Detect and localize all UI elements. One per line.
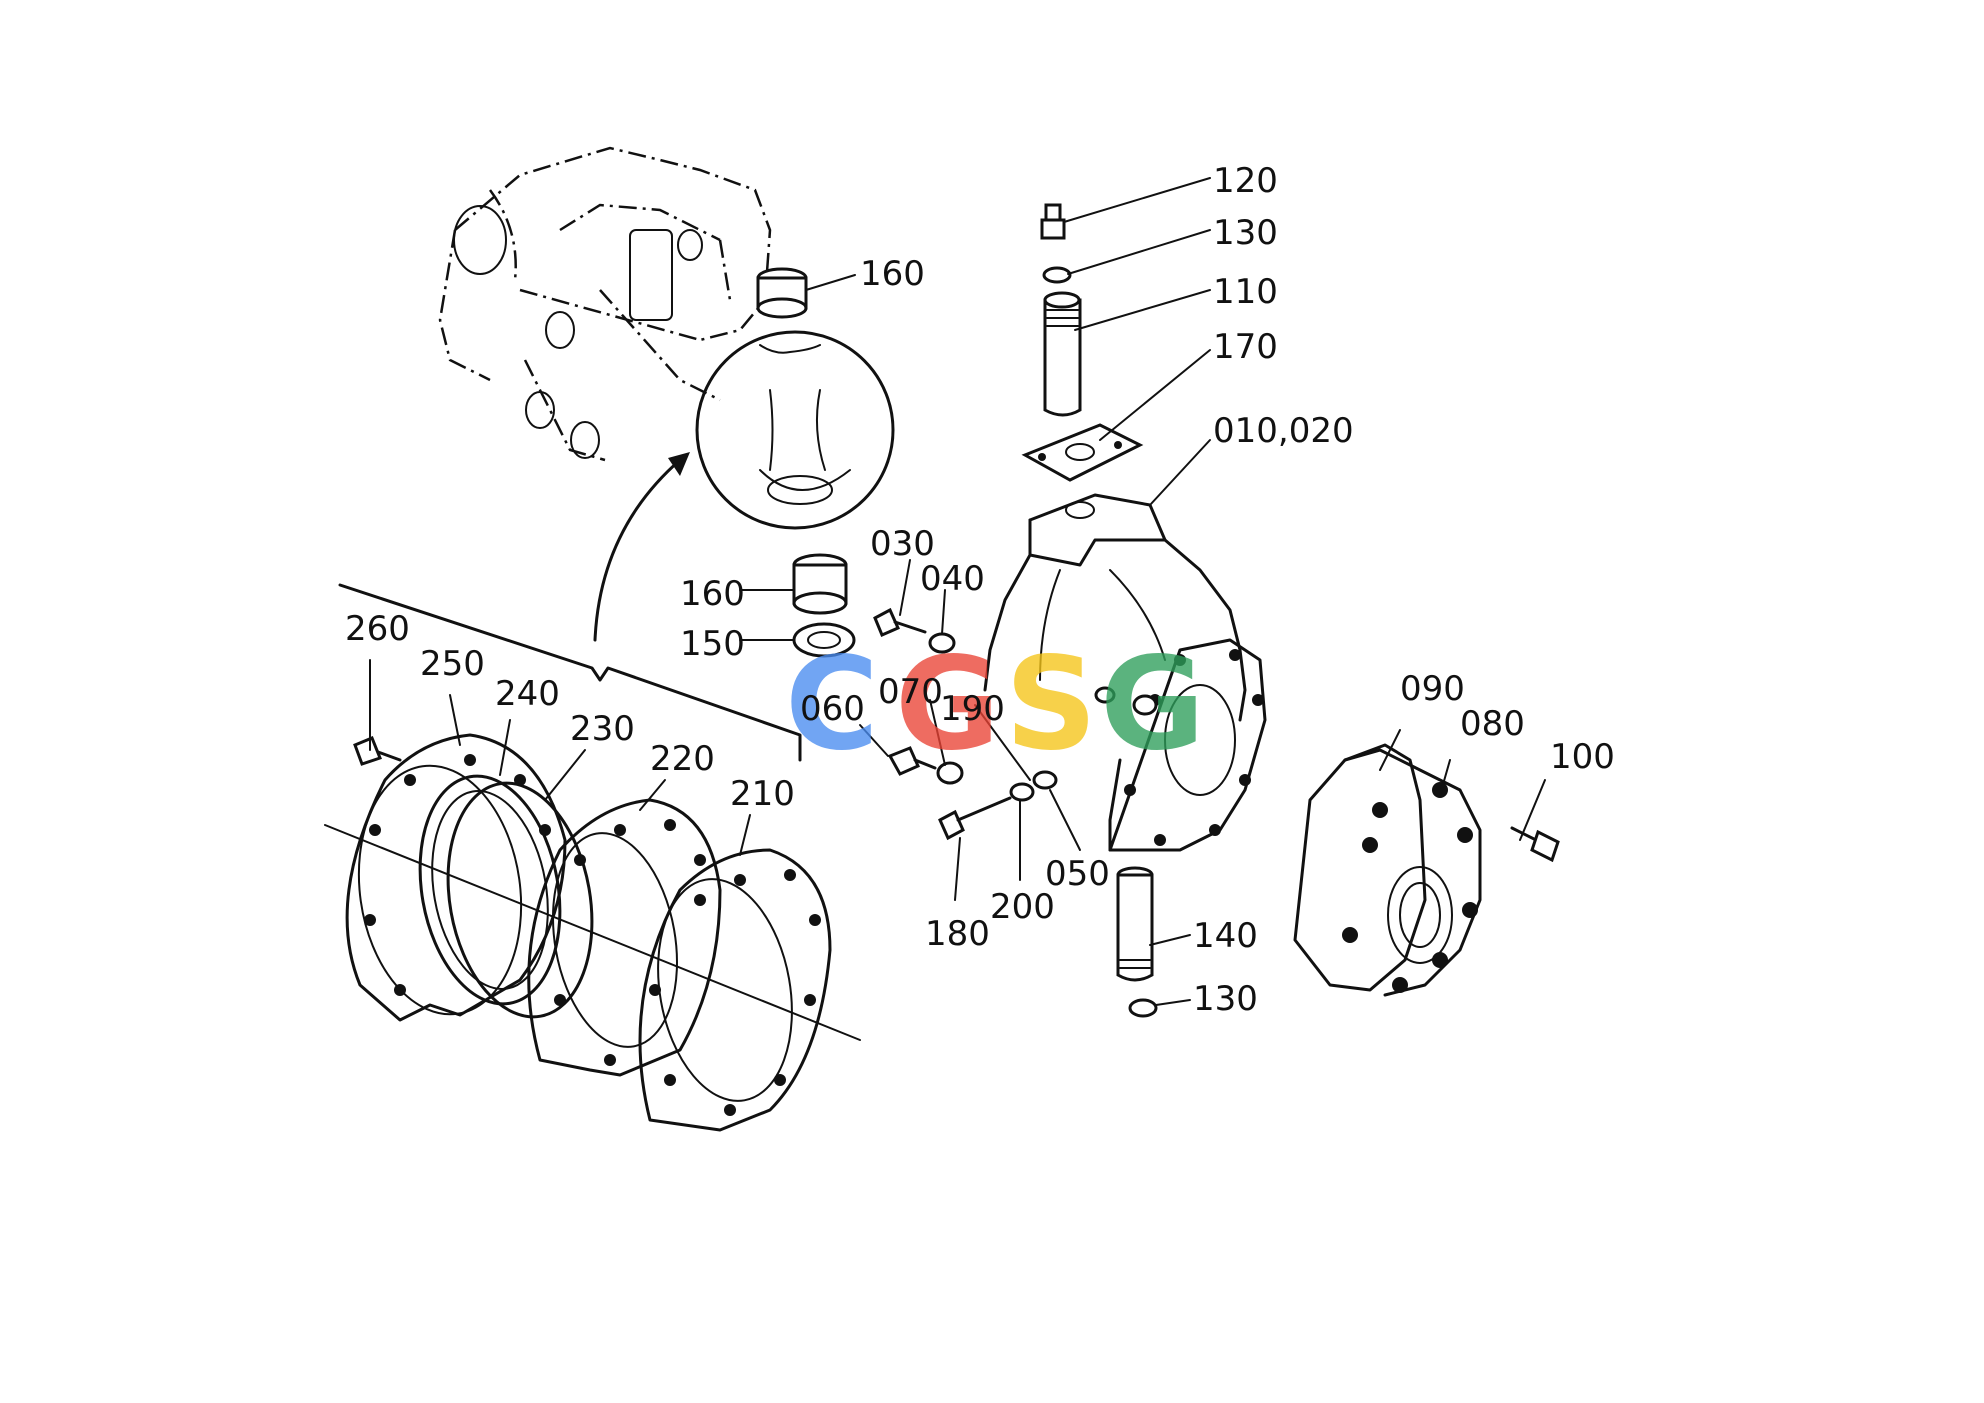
washer-200 [1009,782,1035,802]
detail-arrow [593,452,690,642]
shim-holes [364,754,821,1116]
phantom-housing [438,146,772,462]
bolt-260 [353,736,402,766]
callout-260: 260 [345,609,410,649]
washer-130-bottom [1128,998,1158,1018]
washer-050 [1032,770,1058,790]
plug-190 [1094,686,1158,716]
callout-130-bottom: 130 [1193,979,1258,1019]
callout-240: 240 [495,674,560,714]
callout-160-top: 160 [860,254,925,294]
callout-100: 100 [1550,737,1615,777]
watermark-letter-c: C [785,630,879,779]
callout-040: 040 [920,559,985,599]
callout-200: 200 [990,887,1055,927]
washer-130-top [1042,266,1072,284]
callout-030: 030 [870,524,935,564]
callout-090: 090 [1400,669,1465,709]
callout-110: 110 [1213,272,1278,312]
watermark-letter-g2: G [1100,630,1205,779]
grease-nipple-120 [1040,203,1066,240]
callout-180: 180 [925,914,990,954]
pin-110 [1043,291,1082,417]
detail-magnifier [695,330,895,530]
callout-210: 210 [730,774,795,814]
callout-160-bottom: 160 [680,574,745,614]
leader-lines [369,177,1546,1006]
bolt-030 [873,607,927,637]
callout-060: 060 [800,689,865,729]
nut-060 [887,746,937,776]
plate-170 [1021,423,1144,482]
callout-080: 080 [1460,704,1525,744]
callout-220: 220 [650,739,715,779]
watermark: C G S G [785,630,1205,779]
shims-assembly [324,583,861,1132]
callout-070: 070 [878,672,943,712]
bushing-160-top [756,267,808,319]
callout-170: 170 [1213,327,1278,367]
callout-140: 140 [1193,916,1258,956]
callout-130-top: 130 [1213,213,1278,253]
callout-010-020: 010,020 [1213,411,1354,451]
callout-120: 120 [1213,161,1278,201]
callout-230: 230 [570,709,635,749]
cover-090 [1293,743,1482,997]
bolt-180 [938,796,1012,841]
callout-190: 190 [940,689,1005,729]
callout-labels: 120 130 110 170 010,020 160 160 150 030 … [345,161,1615,1019]
bushing-160-bottom [792,553,848,615]
callout-050: 050 [1045,854,1110,894]
bolt-100 [1510,826,1560,863]
washer-070 [936,761,964,785]
main-housing [983,493,1267,852]
watermark-letter-g1: G [895,630,1000,779]
pin-140 [1116,866,1154,982]
callout-250: 250 [420,644,485,684]
watermark-letter-s: S [1005,630,1097,779]
callout-150: 150 [680,624,745,664]
